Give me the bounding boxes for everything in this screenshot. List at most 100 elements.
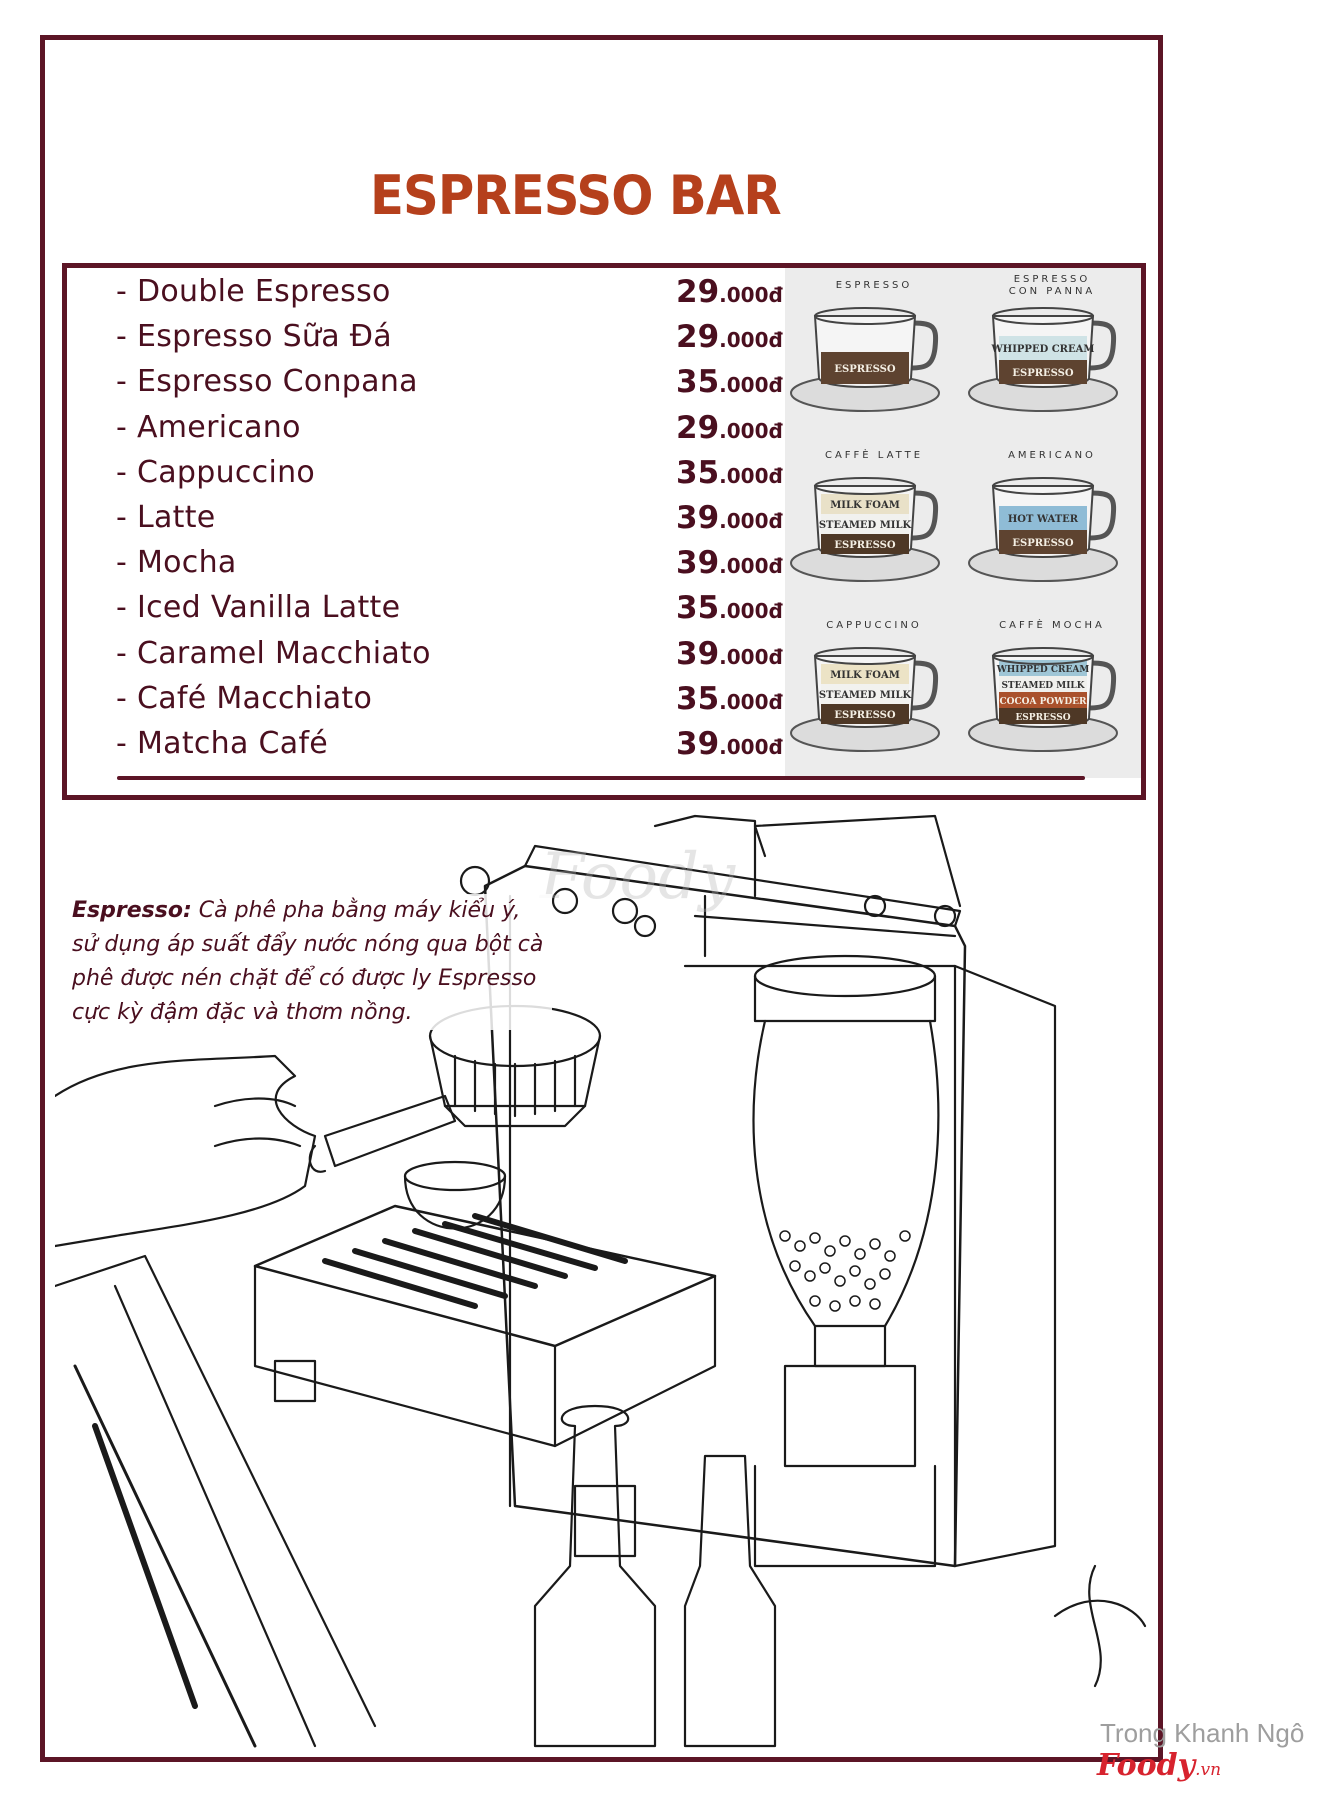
cup-layer [999,336,1087,360]
description-line: Cà phê pha bằng máy kiểu ý, [198,898,521,923]
cup-layer-label: ESPRESSO [834,364,896,375]
menu-item-price: 39.000đ [676,500,783,536]
author-watermark: Trong Khanh Ngô [1100,1718,1305,1748]
espresso-machine-sketch [55,814,1147,1748]
menu-item-name: - Iced Vanilla Latte [116,590,401,626]
price-main: 29 [676,319,720,356]
price-main: 39 [676,726,720,762]
cup-layer-label: ESPRESSO [1015,713,1070,723]
page-title: ESPRESSO BAR [370,164,782,227]
price-main: 29 [676,409,720,446]
price-suffix: .000đ [719,644,783,669]
menu-item-name: - Latte [116,500,216,535]
description-line: cực kỳ đậm đặc và thơm nồng. [72,1000,413,1025]
price-main: 29 [676,274,720,310]
cup-layer-label: MILK FOAM [830,670,900,681]
cup-icon: ESPRESSO WHIPPED CREAM [968,307,1118,412]
menu-item-name: - Cappuccino [116,454,316,490]
price-main: 39 [676,500,720,536]
cup-layer [821,514,909,534]
price-suffix: .000đ [719,554,783,579]
foody-suffix: .vn [1195,1760,1222,1780]
cup-layer [821,664,909,684]
cup-rim [814,647,916,665]
cup-handle [1088,490,1117,541]
menu-box [62,263,1146,800]
cup-rim [992,477,1094,495]
menu-item-name: - Mocha [116,545,237,581]
cup-handle [910,320,939,371]
menu-frame [40,35,1163,1762]
menu-item: - Espresso Sữa Đá 29.000đ [116,319,816,364]
cup-layer [821,684,909,704]
cup-rim [814,307,916,325]
cup-layer-label: ESPRESSO [834,540,896,551]
menu-item: - Espresso Conpana 35.000đ [116,364,816,409]
cup-layer-label: STEAMED MILK [1001,681,1085,691]
cup-layer-label: ESPRESSO [1012,538,1074,549]
menu-item-name: - Espresso Conpana [116,364,418,400]
menu-item-price: 35.000đ [676,364,783,400]
foody-brand: Foody [1097,1748,1196,1783]
cup-title: CAFFÈ LATTE [824,450,924,461]
menu-item-name: - Matcha Café [116,726,329,761]
price-suffix: .000đ [719,689,783,714]
price-suffix: .000đ [719,418,783,443]
cup-rim [814,477,916,495]
menu-item: - Caramel Macchiato 39.000đ [116,636,816,681]
cup-layer [821,704,909,724]
price-main: 35 [676,454,720,491]
cup-layer [999,360,1087,384]
cup-handle [1088,320,1117,371]
menu-item-price: 35.000đ [676,681,783,717]
cup-layer-label: STEAMED MILK [819,690,912,701]
cup-layer [821,352,909,384]
cup-layer [999,692,1087,708]
menu-item-price: 39.000đ [676,636,783,672]
espresso-description: Espresso: Cà phê pha bằng máy kiểu ý, sử… [72,894,552,1030]
price-suffix: .000đ [719,735,783,759]
description-term: Espresso: [72,898,192,923]
menu-item-price: 29.000đ [676,410,783,446]
cup-layer-label: STEAMED MILK [819,520,912,531]
menu-item-price: 35.000đ [676,455,783,491]
cup-rim [992,307,1094,325]
foody-logo: Foody.vn [1097,1748,1221,1783]
cup-title: CAFFÈ MOCHA [999,620,1105,631]
description-line: sử dụng áp suất đẩy nước nóng qua bột cà [72,932,544,957]
cup-layer [821,494,909,514]
price-main: 35 [676,590,720,627]
cup-title: ESPRESSO [835,280,913,291]
price-main: 39 [676,545,720,582]
cup-layer [999,530,1087,554]
cup-layer-label: WHIPPED CREAM [991,344,1095,355]
price-main: 35 [676,680,720,717]
cup-illustration: ESPRESSO ESPRESSO [785,268,963,438]
price-suffix: .000đ [719,283,783,307]
menu-item-price: 29.000đ [676,274,783,310]
menu-item-name: - Caramel Macchiato [116,635,431,671]
menu-item-price: 29.000đ [676,319,783,355]
price-suffix: .000đ [719,463,783,488]
cup-layer-label: HOT WATER [1008,514,1079,525]
menu-divider [117,776,1085,780]
cup-layer-label: WHIPPED CREAM [996,665,1090,675]
price-suffix: .000đ [719,373,783,398]
menu-item-name: - Espresso Sữa Đá [116,319,392,355]
cup-layer-label: ESPRESSO [1012,368,1074,379]
menu-item-price: 39.000đ [676,726,783,762]
cup-handle [910,660,939,711]
menu-item: - Matcha Café 39.000đ [116,726,816,771]
cup-handle [1088,660,1117,711]
